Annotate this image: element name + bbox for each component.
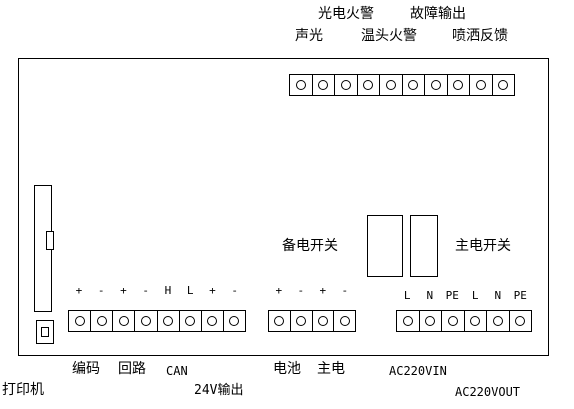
- screw-icon: [207, 316, 218, 326]
- ac-terminal-block: [396, 310, 532, 332]
- top-terminal: [448, 75, 470, 95]
- pin-label: -: [297, 284, 305, 297]
- pin-label: N: [426, 289, 434, 302]
- pin-label: -: [341, 284, 349, 297]
- battery-terminal: [313, 311, 335, 331]
- battery-terminal: [334, 311, 355, 331]
- screw-icon: [185, 316, 196, 326]
- printer-connector-latch: [46, 231, 54, 250]
- screw-icon: [492, 316, 503, 326]
- photo-fire-alarm-label: 光电火警: [318, 6, 374, 22]
- screw-icon: [140, 316, 151, 326]
- screw-icon: [296, 316, 307, 326]
- signal-terminal-block: [68, 310, 246, 332]
- pin-label: L: [471, 289, 479, 302]
- pin-label: +: [120, 284, 127, 297]
- screw-icon: [385, 80, 396, 90]
- top-terminal: [425, 75, 448, 95]
- screw-icon: [453, 80, 464, 90]
- top-terminal: [493, 75, 515, 95]
- screw-icon: [318, 80, 329, 90]
- screw-icon: [96, 316, 107, 326]
- screw-icon: [74, 316, 85, 326]
- screw-icon: [475, 80, 486, 90]
- signal-terminal: [180, 311, 202, 331]
- signal-terminal: [91, 311, 114, 331]
- pin-label: -: [231, 284, 238, 297]
- pin-label: L: [403, 289, 411, 302]
- battery-main-terminal-block: [268, 310, 356, 332]
- loop-label: 回路: [118, 361, 146, 377]
- screw-icon: [317, 316, 328, 326]
- top-terminal: [335, 75, 358, 95]
- screw-icon: [470, 316, 481, 326]
- top-terminal: [313, 75, 335, 95]
- screw-icon: [295, 80, 306, 90]
- ac-out-label: AC220VOUT: [455, 385, 521, 399]
- ac-terminal: [442, 311, 465, 331]
- ac-terminal: [510, 311, 532, 331]
- ac-terminal: [487, 311, 510, 331]
- ac-terminal: [420, 311, 442, 331]
- screw-icon: [515, 316, 526, 326]
- screw-icon: [229, 316, 240, 326]
- signal-terminal: [158, 311, 180, 331]
- screw-icon: [339, 316, 350, 326]
- pin-label: +: [75, 284, 83, 297]
- pin-label: -: [142, 284, 149, 297]
- pin-label: +: [319, 284, 327, 297]
- battery-terminal: [291, 311, 313, 331]
- sprinkler-feedback-label: 喷洒反馈: [452, 28, 508, 44]
- pin-label: L: [186, 284, 194, 297]
- screw-icon: [430, 80, 441, 90]
- top-terminal: [470, 75, 493, 95]
- pin-label: N: [494, 289, 502, 302]
- screw-icon: [447, 316, 458, 326]
- pin-label: +: [275, 284, 283, 297]
- signal-terminal: [202, 311, 224, 331]
- pin-label: -: [97, 284, 105, 297]
- top-terminal: [358, 75, 380, 95]
- ac-in-label: AC220VIN: [389, 364, 447, 378]
- signal-terminal: [135, 311, 158, 331]
- pin-label: PE: [445, 289, 459, 302]
- top-terminal: [403, 75, 425, 95]
- battery-terminal: [269, 311, 291, 331]
- main-power-switch-label: 主电开关: [455, 238, 511, 254]
- printer-label: 打印机: [2, 382, 44, 398]
- screw-icon: [425, 316, 436, 326]
- signal-terminal: [224, 311, 245, 331]
- top-terminal: [380, 75, 403, 95]
- screw-icon: [408, 80, 419, 90]
- controller-board: [18, 58, 549, 356]
- battery-label: 电池: [273, 361, 301, 377]
- screw-icon: [498, 80, 509, 90]
- main-power-label: 主电: [317, 361, 345, 377]
- can-label: CAN: [166, 364, 188, 378]
- backup-power-switch[interactable]: [367, 215, 403, 277]
- fault-output-label: 故障输出: [410, 6, 466, 22]
- pin-label: +: [209, 284, 216, 297]
- backup-power-switch-label: 备电开关: [282, 238, 338, 254]
- signal-terminal: [113, 311, 136, 331]
- screw-icon: [118, 316, 129, 326]
- screw-icon: [163, 316, 174, 326]
- signal-terminal: [69, 311, 92, 331]
- output-24v-label: 24V输出: [194, 383, 244, 398]
- screw-icon: [274, 316, 285, 326]
- screw-icon: [340, 80, 351, 90]
- printer-port-pin: [41, 327, 49, 337]
- pin-label: PE: [513, 289, 527, 302]
- top-terminal: [290, 75, 313, 95]
- ac-terminal: [465, 311, 487, 331]
- sound-light-label: 声光: [295, 28, 323, 44]
- encoding-label: 编码: [72, 361, 100, 377]
- pin-label: H: [164, 284, 172, 297]
- temp-fire-alarm-label: 温头火警: [361, 28, 417, 44]
- main-power-switch[interactable]: [410, 215, 438, 277]
- screw-icon: [402, 316, 413, 326]
- screw-icon: [363, 80, 374, 90]
- ac-terminal: [397, 311, 420, 331]
- top-terminal-block: [289, 74, 515, 96]
